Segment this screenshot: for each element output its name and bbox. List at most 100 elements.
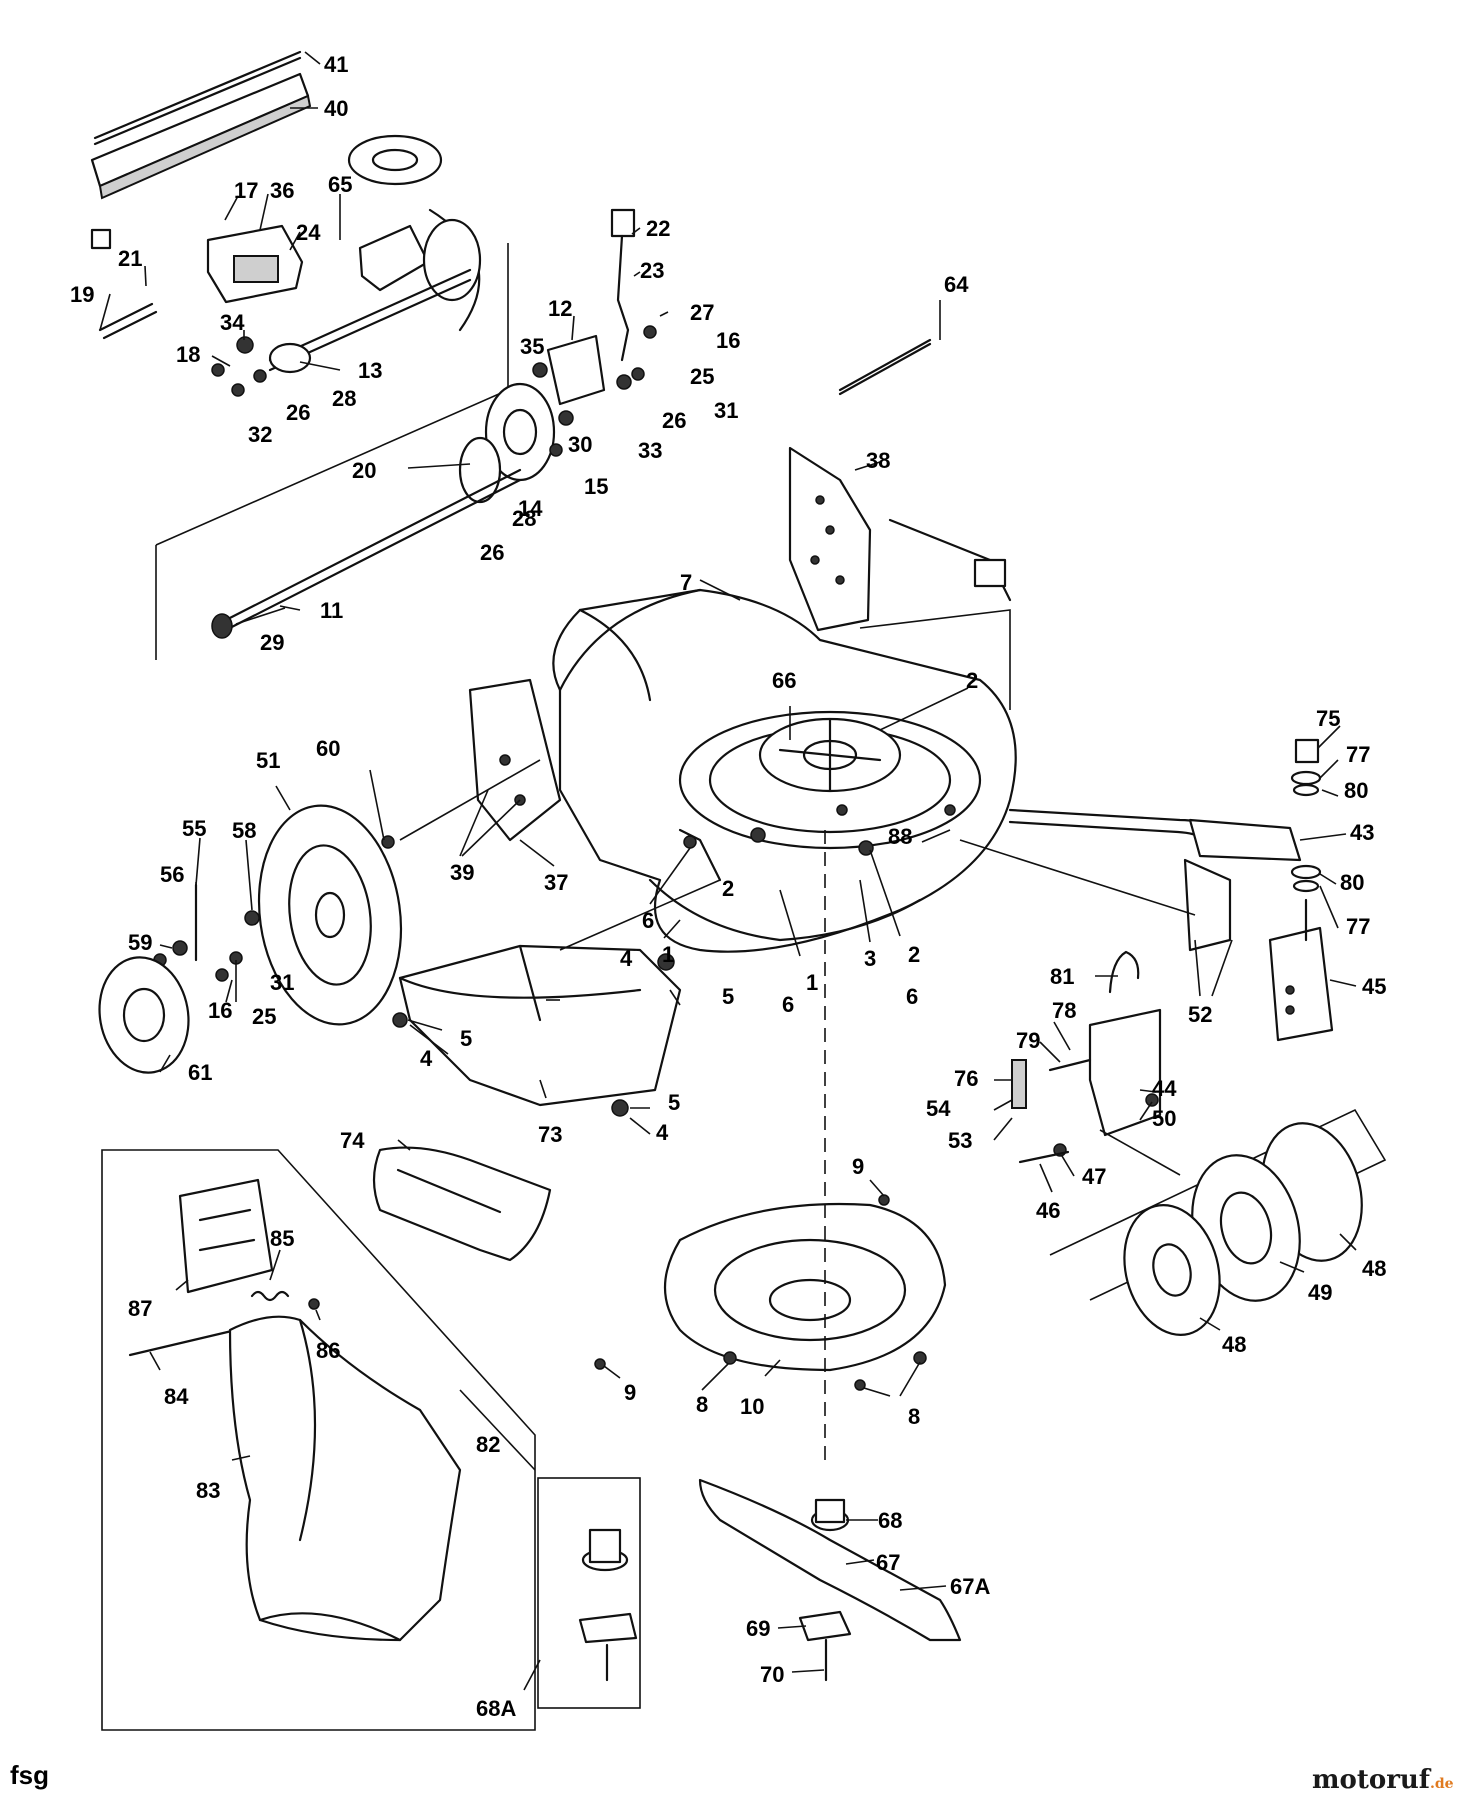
gearbox-65 [358, 224, 430, 292]
lever-23 [616, 234, 630, 362]
rod-84 [128, 1328, 238, 1357]
height-adjuster [211, 208, 932, 639]
callout-67A: 67A [950, 1574, 990, 1599]
callout-14: 14 [518, 496, 543, 521]
pulley [347, 134, 443, 186]
callout-4a: 4 [620, 946, 633, 971]
drive-wheel [422, 218, 482, 302]
callout-24: 24 [296, 220, 321, 245]
callout-28b: 28 [512, 506, 536, 531]
callout-79: 79 [1016, 1028, 1040, 1053]
callout-56: 56 [160, 862, 184, 887]
hubcap-61 [98, 956, 190, 1074]
bolt-46 [1018, 1150, 1070, 1164]
mower-deck [468, 588, 1017, 953]
callout-35: 35 [520, 334, 544, 359]
callout-22: 22 [646, 216, 670, 241]
callout-26c: 26 [480, 540, 504, 565]
callout-27: 27 [690, 300, 714, 325]
callout-30: 30 [568, 432, 592, 457]
callout-6b: 6 [906, 984, 918, 1009]
callout-38: 38 [866, 448, 890, 473]
handle-81 [1108, 950, 1140, 994]
callout-67: 67 [876, 1550, 900, 1575]
callout-26a: 26 [286, 400, 310, 425]
bag-frame-87 [178, 1178, 274, 1294]
callout-60: 60 [316, 736, 340, 761]
baffle-10 [664, 1202, 947, 1372]
callout-48b: 48 [1222, 1332, 1246, 1357]
callout-5b: 5 [460, 1026, 472, 1051]
callout-9b: 9 [624, 1380, 636, 1405]
rear-wheel-assembly [98, 759, 541, 1074]
callout-84: 84 [164, 1384, 189, 1409]
callout-73: 73 [538, 1122, 562, 1147]
callout-44: 44 [1152, 1076, 1177, 1101]
axle-11 [220, 468, 522, 624]
brand-main: motoruf [1312, 1765, 1432, 1795]
callout-9a: 9 [852, 1154, 864, 1179]
callout-77b: 77 [1346, 914, 1370, 939]
callout-55: 55 [182, 816, 206, 841]
rear-bracket [788, 446, 1012, 710]
mulch-plug [372, 1146, 552, 1262]
callout-13: 13 [358, 358, 382, 383]
callout-8a: 8 [696, 1392, 708, 1417]
pin-79 [1048, 1058, 1092, 1072]
callout-4b: 4 [420, 1046, 433, 1071]
callout-76: 76 [954, 1066, 978, 1091]
callout-16a: 16 [716, 328, 740, 353]
spring-85 [250, 1290, 290, 1302]
bracket-38 [788, 446, 872, 632]
plate-12 [546, 334, 606, 406]
callout-23: 23 [640, 258, 664, 283]
brand-suffix: .de [1430, 1776, 1454, 1792]
grass-bag-83 [228, 1315, 462, 1642]
callout-33: 33 [638, 438, 662, 463]
callout-18: 18 [176, 342, 200, 367]
callout-39: 39 [450, 860, 474, 885]
callout-45: 45 [1362, 974, 1386, 999]
callout-6a: 6 [642, 908, 654, 933]
inset-68A [537, 1477, 641, 1709]
callout-46: 46 [1036, 1198, 1060, 1223]
callout-5a: 5 [722, 984, 734, 1009]
callout-7: 7 [680, 570, 692, 595]
footer-code: fsg [10, 1760, 49, 1790]
washer-69 [798, 1610, 852, 1642]
callout-12: 12 [548, 296, 572, 321]
callout-48a: 48 [1362, 1256, 1386, 1281]
callout-19: 19 [70, 282, 94, 307]
callout-8b: 8 [908, 1404, 920, 1429]
callout-36: 36 [270, 178, 294, 203]
cable-64 [838, 338, 932, 392]
leader-lines [99, 51, 1357, 1691]
cap-75 [1294, 738, 1320, 764]
callout-82: 82 [476, 1432, 500, 1457]
callout-4c: 4 [656, 1120, 669, 1145]
brand-logo: motoruf.de [1312, 1765, 1454, 1795]
axle-13 [268, 268, 472, 362]
bearing-28 [268, 342, 312, 374]
callout-81: 81 [1050, 964, 1074, 989]
callout-10: 10 [740, 1394, 764, 1419]
callout-labels: 41 40 17 36 65 24 21 19 34 18 13 28 26 3… [70, 52, 1386, 1721]
callout-25b: 25 [252, 1004, 276, 1029]
callout-32: 32 [248, 422, 272, 447]
callout-86: 86 [316, 1338, 340, 1363]
bearing-29 [211, 613, 233, 639]
callout-85: 85 [270, 1226, 294, 1251]
callout-80b: 80 [1340, 870, 1364, 895]
baffle [594, 1194, 947, 1391]
front-wheel-assembly [1011, 950, 1387, 1336]
callout-74: 74 [340, 1128, 365, 1153]
callout-41: 41 [324, 52, 348, 77]
callout-1a: 1 [662, 942, 674, 967]
callout-15: 15 [584, 474, 608, 499]
callout-58: 58 [232, 818, 256, 843]
callout-2a: 2 [966, 668, 978, 693]
callout-49: 49 [1308, 1280, 1332, 1305]
bracket-52 [1183, 858, 1232, 952]
callout-50: 50 [1152, 1106, 1176, 1131]
